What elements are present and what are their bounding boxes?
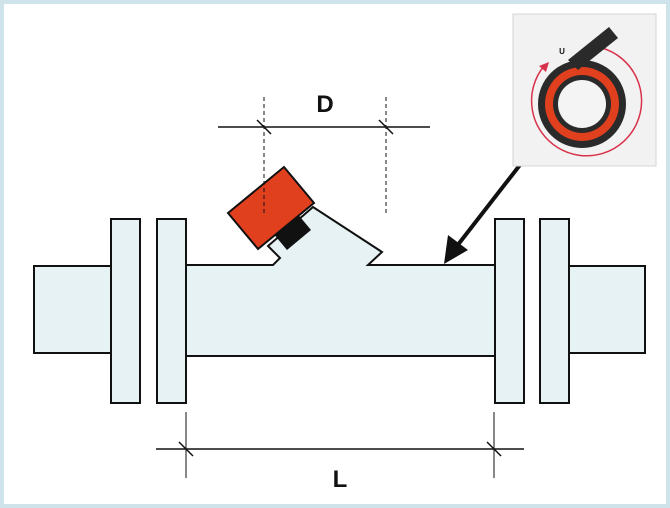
l-tick-right <box>486 441 502 457</box>
dimension-l-label: L <box>333 466 348 493</box>
d-tick-left <box>256 119 272 135</box>
left-outer-flange <box>110 218 141 404</box>
inset-center <box>558 80 606 128</box>
inset-u-label: U <box>559 47 565 56</box>
pointer-arrow-shaft <box>455 150 532 248</box>
valve-body <box>185 205 496 357</box>
valve-collar <box>272 212 311 250</box>
dimension-d-label: D <box>316 91 333 118</box>
right-valve-flange <box>494 218 525 404</box>
left-valve-flange <box>156 218 187 404</box>
left-pipe-stub <box>33 265 112 354</box>
d-tick-right <box>378 119 394 135</box>
l-tick-left <box>178 441 194 457</box>
inset-band-tail <box>568 27 618 70</box>
rotation-guide-arc <box>530 47 643 157</box>
inset-detail: U <box>512 13 657 167</box>
right-pipe-stub <box>568 265 646 354</box>
valve-handwheel <box>226 165 316 251</box>
rotation-guide-arrowhead <box>539 62 549 72</box>
pointer-arrow-head <box>444 235 468 264</box>
right-outer-flange <box>539 218 570 404</box>
